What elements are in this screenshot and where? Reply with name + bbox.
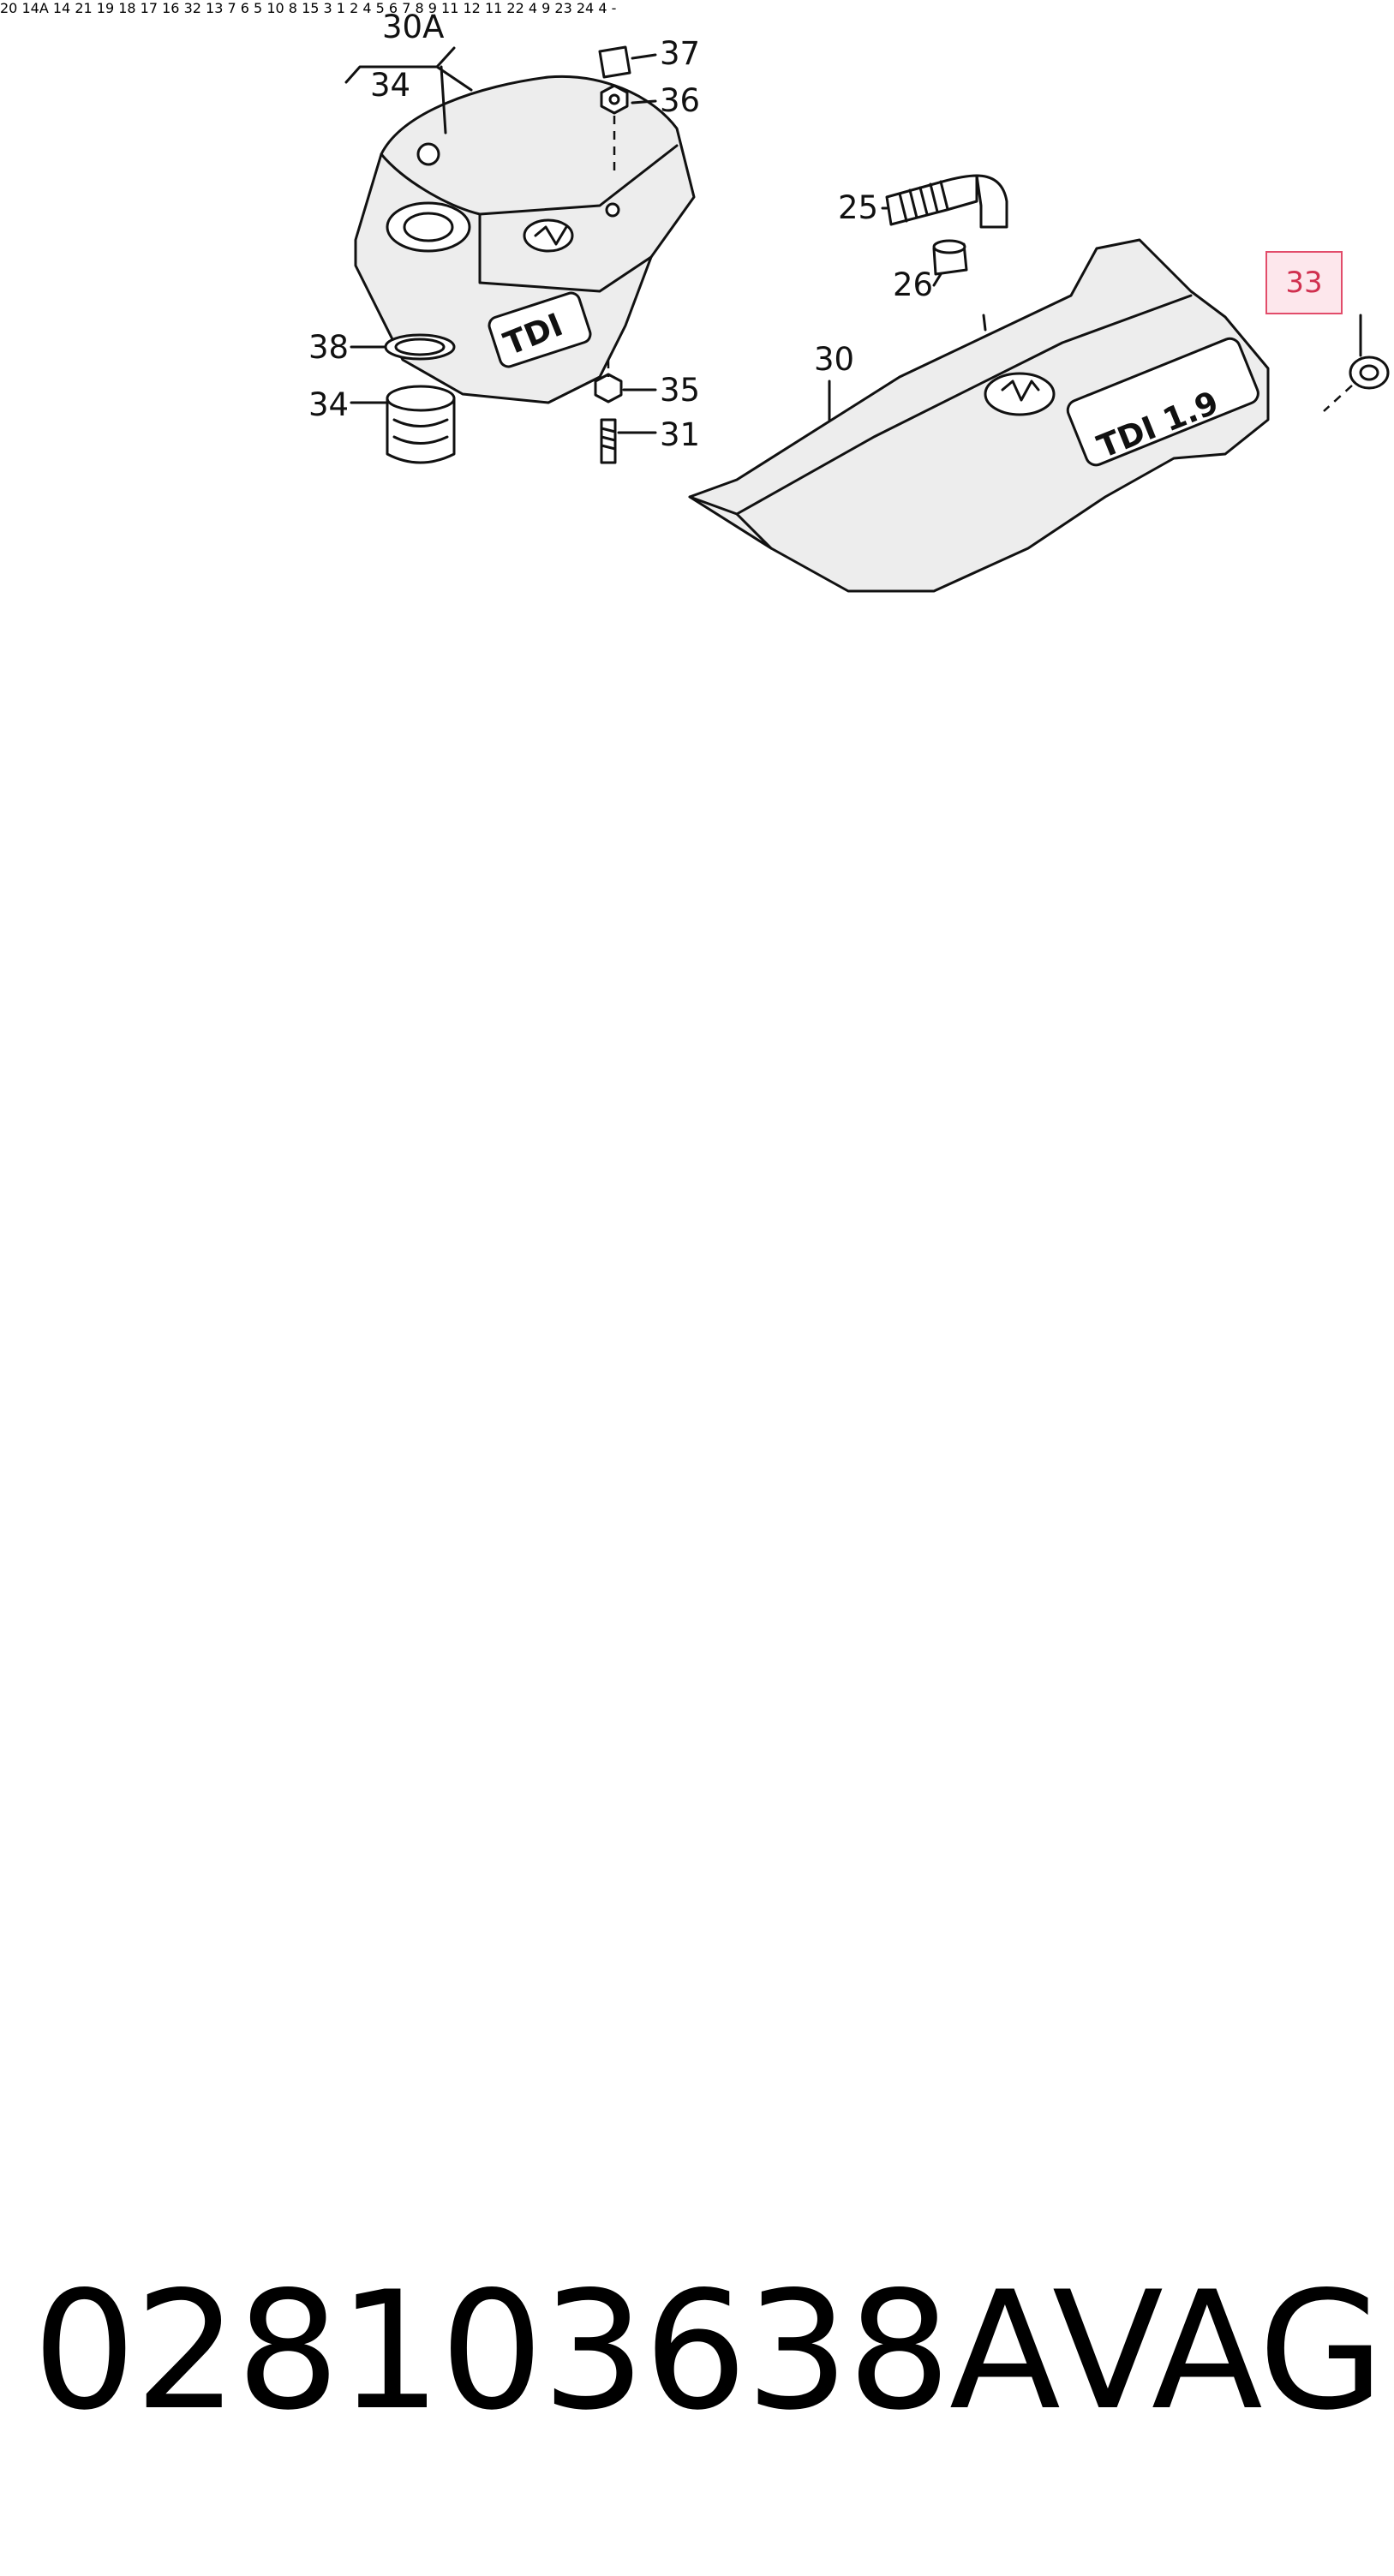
group-item: 8 [415, 0, 424, 16]
leader-4: 9 23 24 4 - 33 028103638A VAG const data… [33, 0, 1385, 2446]
part-34-35 [594, 360, 623, 464]
footer: 028103638A VAG [0, 2244, 1394, 2467]
callout-13: 7 [227, 0, 236, 16]
callout-21: 19 [96, 0, 115, 16]
leader-14A: 21 19 18 17 16 32 13 [33, 0, 1385, 2446]
callout-7: 6 [240, 0, 249, 16]
group-1-items: 4 5 6 7 8 9 11 [362, 0, 463, 16]
callout-19: 18 [118, 0, 136, 16]
callout-5: 10 [266, 0, 284, 16]
group-item: 7 [402, 0, 411, 16]
callout-35: 31 [660, 416, 700, 453]
leader-32: 14 21 19 18 17 16 32 [33, 0, 1385, 2446]
leader-22-23-24: - 33 028103638A VAG const data = JSON.pa… [33, 0, 1385, 2446]
callout-32: 14A [21, 0, 49, 16]
engine-cover-30A [354, 75, 696, 404]
leader-19-16: 13 7 6 5 10 8 15 3 [33, 0, 1385, 2446]
leader-11: 22 4 9 23 24 4 - 33 028103638A VAG const… [33, 0, 1385, 2446]
leader-39-38 [350, 345, 387, 404]
part-39-38 [384, 333, 456, 464]
callout-2: 22 [506, 0, 524, 16]
callout-18: 17 [140, 0, 159, 16]
leader-31: 14A 14 21 19 18 17 16 32 [21, 0, 1385, 2446]
leader-25-26 [881, 206, 942, 287]
callout-12: 12 [463, 0, 481, 16]
callout-11: 11 [484, 0, 503, 16]
leader-30A [344, 46, 473, 134]
callout-15: 3 [323, 0, 332, 16]
group-item: 9 [428, 0, 437, 16]
leader-1-head: - 33 028103638A VAG const data = JSON.pa… [33, 0, 1385, 2446]
group-item: 4 [362, 0, 372, 16]
callout-20: 21 [75, 0, 93, 16]
callout-14: 13 [206, 0, 224, 16]
callout-38: 34 [308, 386, 349, 423]
callout-33-highlight: 33 [1265, 251, 1343, 314]
dash-mark: - [611, 0, 617, 16]
callout-10: 8 [288, 0, 297, 16]
callout-3: 1 [336, 0, 345, 16]
callout-37: 37 [660, 35, 700, 72]
leader-12: 11 22 4 9 23 24 4 - 33 028103638A VA [33, 0, 1385, 2446]
bracket-20-21: 18 17 16 32 13 7 6 5 1 [33, 0, 1385, 2446]
leader-14: 7 6 5 10 8 15 3 1 2 4 [33, 0, 1385, 2446]
callout-4: 4 [528, 0, 538, 16]
callout-34-top: 34 [370, 67, 410, 104]
callout-24: 4 [598, 0, 607, 16]
leader-10: 15 3 1 2 4 5 6 7 8 9 11 [33, 0, 1385, 2446]
leader-15-3: 2 4 5 6 7 8 9 11 [33, 0, 1385, 2446]
part-33 [1323, 314, 1390, 412]
callout-23: 24 [576, 0, 595, 16]
leader-13: 6 5 10 8 15 3 1 2 4 5 6 7 8 9 11 [33, 0, 1385, 2446]
leader-9: 23 24 4 - 33 028103638A VAG const data =… [33, 0, 1385, 2446]
callout-31: 20 [0, 0, 18, 16]
part-number: 028103638A [33, 2256, 1061, 2446]
part-37-36 [598, 45, 631, 171]
bracket-1: 2 4 5 6 7 8 9 11 [33, 0, 1385, 2446]
exploded-parts-diagram: TDI 30A 34 37 36 38 34 35 31 25 26 [308, 9, 1390, 593]
leader-2: 4 9 23 24 4 - 33 028103638A VAG const da… [33, 0, 1385, 2446]
callout-22: 23 [554, 0, 572, 16]
callout-39: 38 [308, 329, 349, 366]
group-item: 11 [441, 0, 459, 16]
callout-26: 26 [893, 266, 933, 303]
leader-7-6-5: 8 15 3 1 2 4 5 6 7 8 9 11 [33, 0, 1385, 2446]
leader-14A-14: 7 6 5 10 8 15 3 1 2 4 [33, 0, 1385, 2446]
callout-17: 16 [162, 0, 180, 16]
callout-9: 9 [541, 0, 551, 16]
part-25-26 [885, 174, 1008, 276]
callout-16: 32 [183, 0, 201, 16]
callout-14A: 14 [52, 0, 71, 16]
callout-30: 30 [814, 341, 854, 378]
leader-8: 3 1 2 4 5 6 7 8 9 11 [33, 0, 1385, 2446]
brand-label: VAG [1052, 2256, 1385, 2446]
group-item: 6 [388, 0, 398, 16]
callout-25: 25 [838, 189, 878, 226]
leader-37-36 [631, 53, 657, 105]
group-item: 5 [375, 0, 385, 16]
callout-6: 5 [254, 0, 263, 16]
callout-8: 15 [302, 0, 320, 16]
engine-cover-30 [688, 238, 1270, 593]
leader-34-35 [617, 388, 657, 434]
callout-36: 36 [660, 82, 700, 119]
callout-34-mid: 35 [660, 372, 700, 409]
leader-26-cover [982, 314, 987, 332]
callout-1: 2 [350, 0, 359, 16]
callout-30A: 30A [382, 9, 444, 45]
